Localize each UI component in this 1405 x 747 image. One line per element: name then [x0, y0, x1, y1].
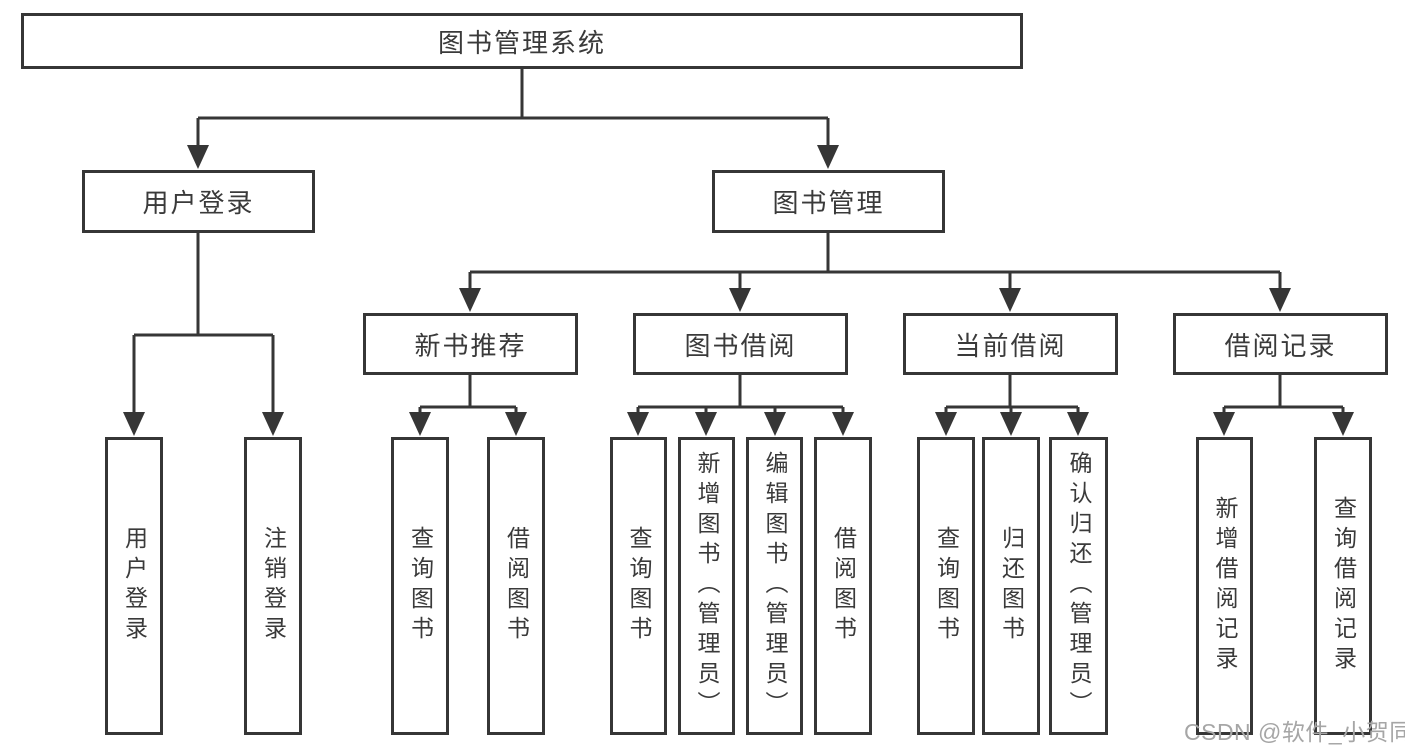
leaf-edit-books-admin: 编辑图书（管理员）: [746, 437, 803, 735]
node-book-borrowing: 图书借阅: [633, 313, 848, 375]
leaf-recommend-borrow-books: 借阅图书: [487, 437, 545, 735]
node-root-label: 图书管理系统: [437, 27, 606, 58]
leaf-logout-login: 注销登录: [244, 437, 302, 735]
leaf-current-query-books-label: 查询图书: [933, 526, 960, 646]
node-borrowing-records-label: 借阅记录: [1224, 330, 1337, 361]
leaf-borrowing-query-books: 查询图书: [610, 437, 667, 735]
node-root: 图书管理系统: [21, 13, 1023, 69]
leaf-recommend-query-books: 查询图书: [391, 437, 449, 735]
node-user-login: 用户登录: [82, 170, 315, 233]
leaf-add-books-admin: 新增图书（管理员）: [678, 437, 735, 735]
leaf-logout-login-label: 注销登录: [260, 526, 287, 646]
node-book-management-label: 图书管理: [772, 188, 885, 218]
leaf-current-query-books: 查询图书: [917, 437, 975, 735]
leaf-query-borrow-record: 查询借阅记录: [1314, 437, 1372, 735]
leaf-add-books-admin-label: 新增图书（管理员）: [694, 451, 720, 721]
leaf-confirm-return-admin-label: 确认归还（管理员）: [1066, 451, 1092, 721]
node-new-book-recommend: 新书推荐: [363, 313, 578, 375]
leaf-borrowing-borrow-books: 借阅图书: [814, 437, 872, 735]
leaf-user-login-label: 用户登录: [121, 526, 148, 646]
leaf-query-borrow-record-label: 查询借阅记录: [1330, 496, 1357, 676]
leaf-edit-books-admin-label: 编辑图书（管理员）: [762, 451, 788, 721]
leaf-confirm-return-admin: 确认归还（管理员）: [1049, 437, 1108, 735]
leaf-borrowing-borrow-books-label: 借阅图书: [830, 526, 857, 646]
leaf-recommend-query-books-label: 查询图书: [407, 526, 434, 646]
leaf-add-borrow-record: 新增借阅记录: [1196, 437, 1253, 735]
node-book-management: 图书管理: [712, 170, 945, 233]
node-current-borrowing-label: 当前借阅: [954, 330, 1067, 361]
leaf-add-borrow-record-label: 新增借阅记录: [1212, 496, 1238, 676]
watermark: CSDN @软件_小贺同学: [1184, 719, 1405, 745]
leaf-return-books-label: 归还图书: [998, 526, 1025, 646]
leaf-borrowing-query-books-label: 查询图书: [626, 526, 652, 646]
node-new-book-recommend-label: 新书推荐: [414, 330, 527, 361]
node-user-login-label: 用户登录: [142, 188, 255, 218]
node-borrowing-records: 借阅记录: [1173, 313, 1388, 375]
leaf-recommend-borrow-books-label: 借阅图书: [503, 526, 530, 646]
node-current-borrowing: 当前借阅: [903, 313, 1118, 375]
leaf-return-books: 归还图书: [982, 437, 1040, 735]
node-book-borrowing-label: 图书借阅: [684, 330, 797, 361]
leaf-user-login: 用户登录: [105, 437, 163, 735]
